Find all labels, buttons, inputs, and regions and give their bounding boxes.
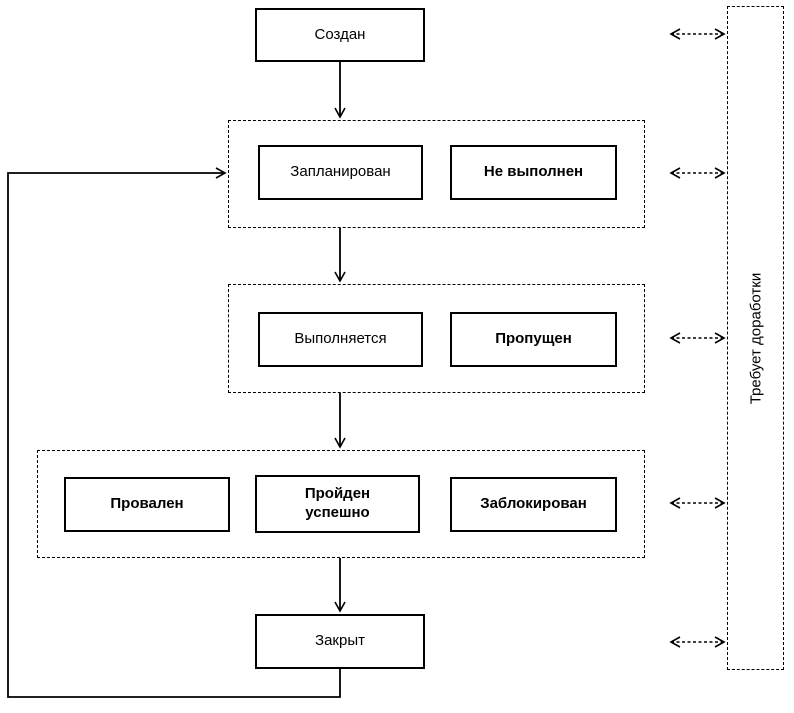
state-not-executed-label: Не выполнен	[483, 163, 584, 181]
result-state-group	[37, 450, 645, 558]
state-planned-label: Запланирован	[290, 163, 391, 181]
rework-sidebar-label: Требует доработки	[747, 272, 765, 404]
planned-state-group	[228, 120, 645, 228]
state-passed-label: Пройден успешно	[304, 485, 371, 521]
state-passed: Пройден успешно	[255, 475, 420, 533]
state-closed: Закрыт	[255, 614, 425, 669]
state-blocked-label: Заблокирован	[480, 495, 587, 513]
state-blocked: Заблокирован	[450, 477, 617, 532]
rework-sidebar: Требует доработки	[727, 6, 784, 670]
state-in-progress-label: Выполняется	[294, 330, 387, 348]
state-failed-label: Провален	[110, 495, 184, 513]
state-skipped-label: Пропущен	[495, 330, 572, 348]
state-skipped: Пропущен	[450, 312, 617, 367]
state-failed: Провален	[64, 477, 230, 532]
state-created-label: Создан	[314, 25, 366, 43]
state-closed-label: Закрыт	[315, 632, 365, 650]
state-in-progress: Выполняется	[258, 312, 423, 367]
execution-state-group	[228, 284, 645, 393]
state-not-executed: Не выполнен	[450, 145, 617, 200]
state-created: Создан	[255, 8, 425, 62]
state-planned: Запланирован	[258, 145, 423, 200]
